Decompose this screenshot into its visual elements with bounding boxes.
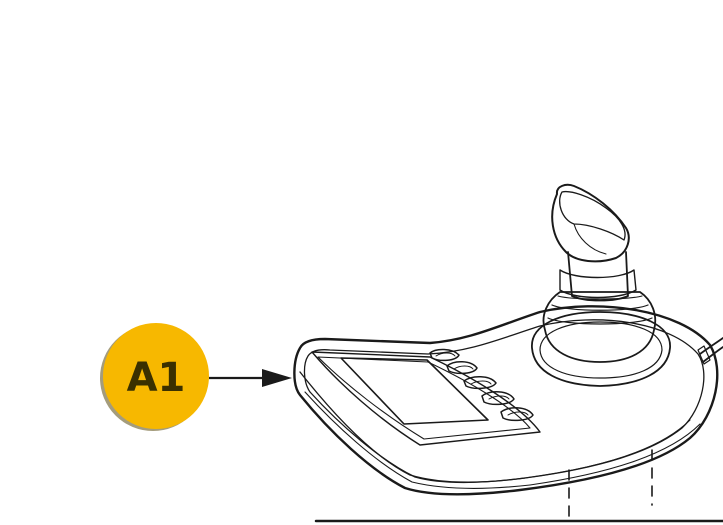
callout-a1: A1 xyxy=(100,323,209,431)
housing-outline xyxy=(293,305,719,496)
joystick-base-ring xyxy=(539,321,663,379)
cable xyxy=(699,337,723,355)
cable-2 xyxy=(702,346,723,363)
housing-rim-3 xyxy=(524,419,691,479)
arrow-right-icon xyxy=(209,369,292,387)
callout-circle xyxy=(103,323,209,429)
callout-label: A1 xyxy=(127,355,186,401)
shaft-collar xyxy=(559,269,637,299)
boot-fold-2 xyxy=(551,304,649,311)
joystick-knob xyxy=(551,183,630,263)
joystick-boot xyxy=(542,291,657,363)
boot-fold-3 xyxy=(557,295,643,300)
lcd-screen xyxy=(340,357,489,425)
knob-edge xyxy=(573,223,607,255)
boot-fold-1 xyxy=(547,317,653,325)
housing-rim-2 xyxy=(304,391,531,489)
cable-collar xyxy=(697,345,711,365)
button-column xyxy=(429,348,534,422)
knob-top-face xyxy=(559,190,626,241)
joystick-controller-icon xyxy=(293,183,723,523)
housing-rim-1 xyxy=(299,371,526,483)
housing-rim-4 xyxy=(529,423,701,486)
housing-inner-contour xyxy=(303,319,705,484)
display-panel-recess-inner xyxy=(317,356,531,440)
joystick-base-dome xyxy=(531,311,671,387)
joystick-shaft xyxy=(567,251,629,302)
